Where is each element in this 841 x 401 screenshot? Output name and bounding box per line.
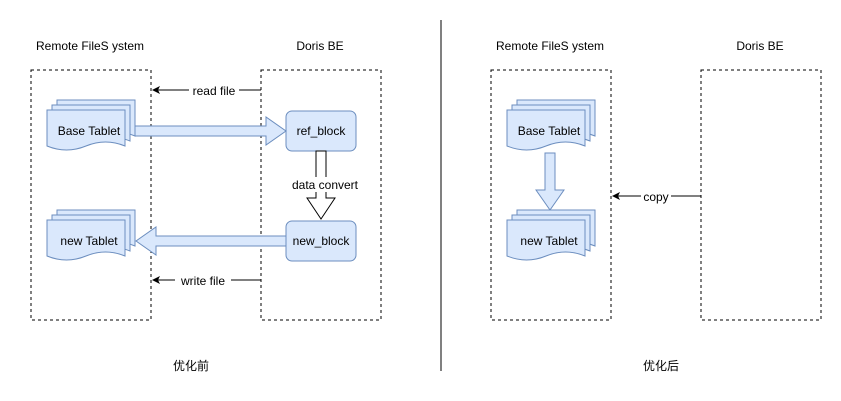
before-base-tablet-stack — [46, 99, 136, 151]
after-doris-be-container — [700, 69, 822, 321]
before-doris-be-title: Doris BE — [296, 39, 343, 53]
new-block-label: new_block — [293, 234, 351, 248]
before-remote-fs-title: Remote FileS ystem — [36, 39, 144, 53]
doc-layer — [46, 219, 126, 261]
new-block-to-new-tablet-arrow — [135, 226, 287, 256]
read-file-label-bg — [189, 83, 239, 98]
copy-label-bg — [641, 189, 671, 204]
read-file-label: read file — [193, 84, 236, 98]
after-remote-fs-container — [490, 69, 612, 321]
copy-label: copy — [643, 190, 668, 204]
write-file-label: write file — [180, 274, 225, 288]
data-convert-label: data convert — [292, 178, 359, 192]
after-caption: 优化后 — [643, 359, 679, 373]
before-remote-fs-container — [30, 69, 152, 321]
after-base-tablet-stack — [506, 99, 596, 151]
before-caption: 优化前 — [173, 358, 209, 373]
doc-layer — [46, 109, 126, 151]
after-base-tablet-label: Base Tablet — [518, 124, 581, 138]
before-section: Remote FileS ystem Doris BE Base Tablet … — [30, 39, 382, 373]
before-doris-be-container — [260, 69, 382, 321]
doc-layer — [506, 219, 586, 261]
write-file-label-bg — [175, 273, 231, 288]
base-to-ref-arrow — [134, 116, 287, 146]
before-new-tablet-label: new Tablet — [60, 234, 118, 248]
after-new-tablet-stack — [506, 209, 596, 261]
before-new-tablet-stack — [46, 209, 136, 261]
before-base-tablet-label: Base Tablet — [58, 124, 121, 138]
data-convert-label-bg — [290, 177, 360, 192]
after-new-tablet-label: new Tablet — [520, 234, 578, 248]
after-remote-fs-title: Remote FileS ystem — [496, 39, 604, 53]
base-to-new-tablet-arrow — [535, 152, 565, 211]
ref-block-label: ref_block — [297, 124, 347, 138]
after-section: Remote FileS ystem Doris BE Base Tablet … — [490, 39, 822, 373]
doc-layer — [506, 109, 586, 151]
after-doris-be-title: Doris BE — [736, 39, 783, 53]
